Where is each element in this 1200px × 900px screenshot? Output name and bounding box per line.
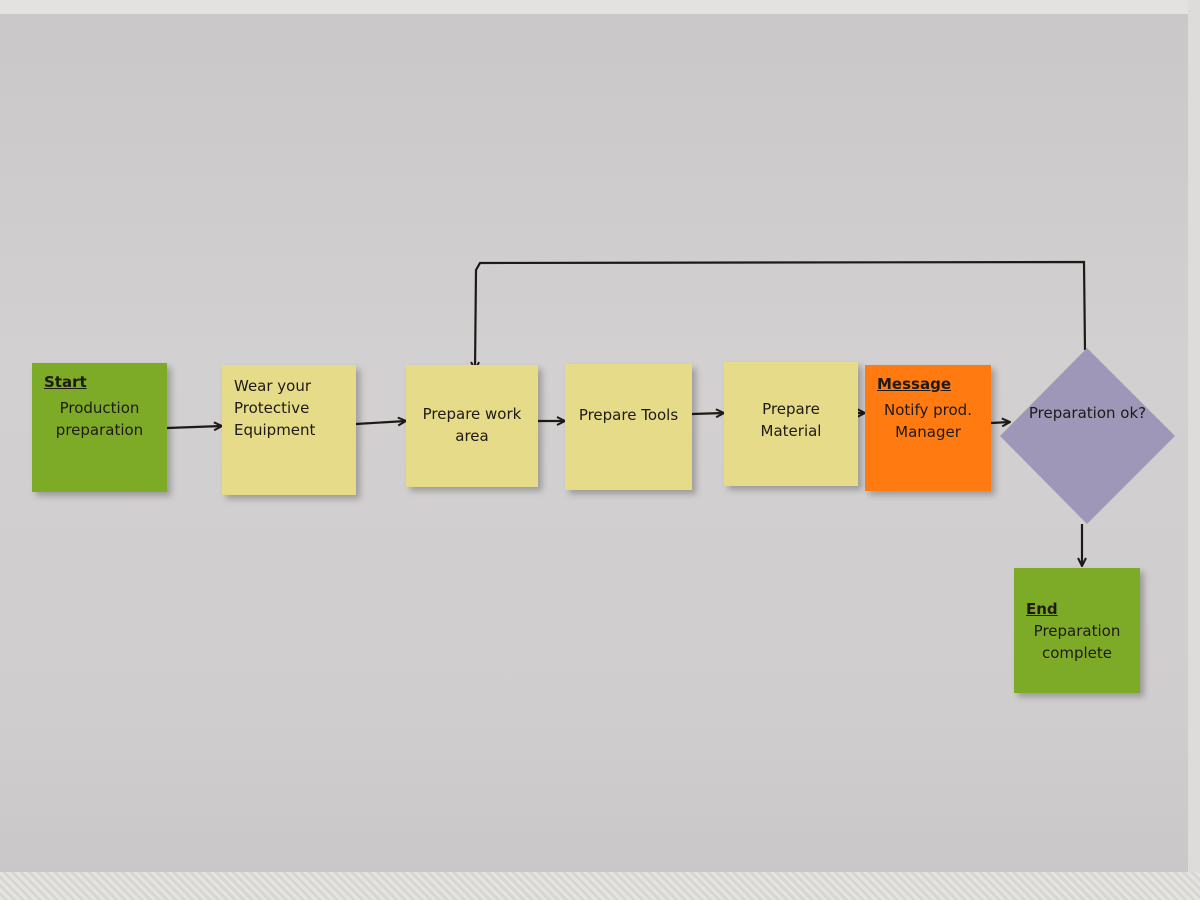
wall-bottom-texture bbox=[0, 872, 1200, 900]
prepare-work-area-note: Prepare work area bbox=[406, 365, 538, 487]
wear-equipment-note: Wear your Protective Equipment bbox=[222, 365, 356, 495]
prepare-tools-note: Prepare Tools bbox=[565, 364, 692, 490]
prepare-material-note: Prepare Material bbox=[724, 362, 858, 486]
message-note: Message Notify prod. Manager bbox=[865, 365, 991, 491]
arrow-message-to-decision bbox=[990, 422, 1010, 423]
end-note: End Preparation complete bbox=[1014, 568, 1140, 693]
prepare-work-area-text: Prepare work area bbox=[422, 405, 522, 445]
arrow-loop-decision-to-work-area bbox=[475, 260, 1087, 370]
prepare-tools-text: Prepare Tools bbox=[578, 406, 679, 424]
message-text: Notify prod. Manager bbox=[884, 401, 972, 441]
wall-right-edge bbox=[1188, 0, 1200, 900]
start-text: Production preparation bbox=[55, 399, 144, 439]
message-title: Message bbox=[877, 375, 951, 393]
arrow-start-to-wear bbox=[166, 426, 222, 428]
arrow-tools-to-material bbox=[691, 413, 724, 414]
wall-top-edge bbox=[0, 0, 1200, 14]
decision-diamond bbox=[1000, 348, 1175, 524]
prepare-material-text: Prepare Material bbox=[760, 400, 822, 440]
start-note: Start Production preparation bbox=[32, 363, 167, 492]
arrow-wear-to-work-area bbox=[355, 421, 406, 424]
end-title: End bbox=[1026, 600, 1058, 618]
end-text: Preparation complete bbox=[1033, 622, 1121, 662]
decision-text: Preparation ok? bbox=[1028, 404, 1147, 422]
wear-equipment-text: Wear your Protective Equipment bbox=[234, 377, 316, 439]
start-title: Start bbox=[44, 373, 87, 391]
